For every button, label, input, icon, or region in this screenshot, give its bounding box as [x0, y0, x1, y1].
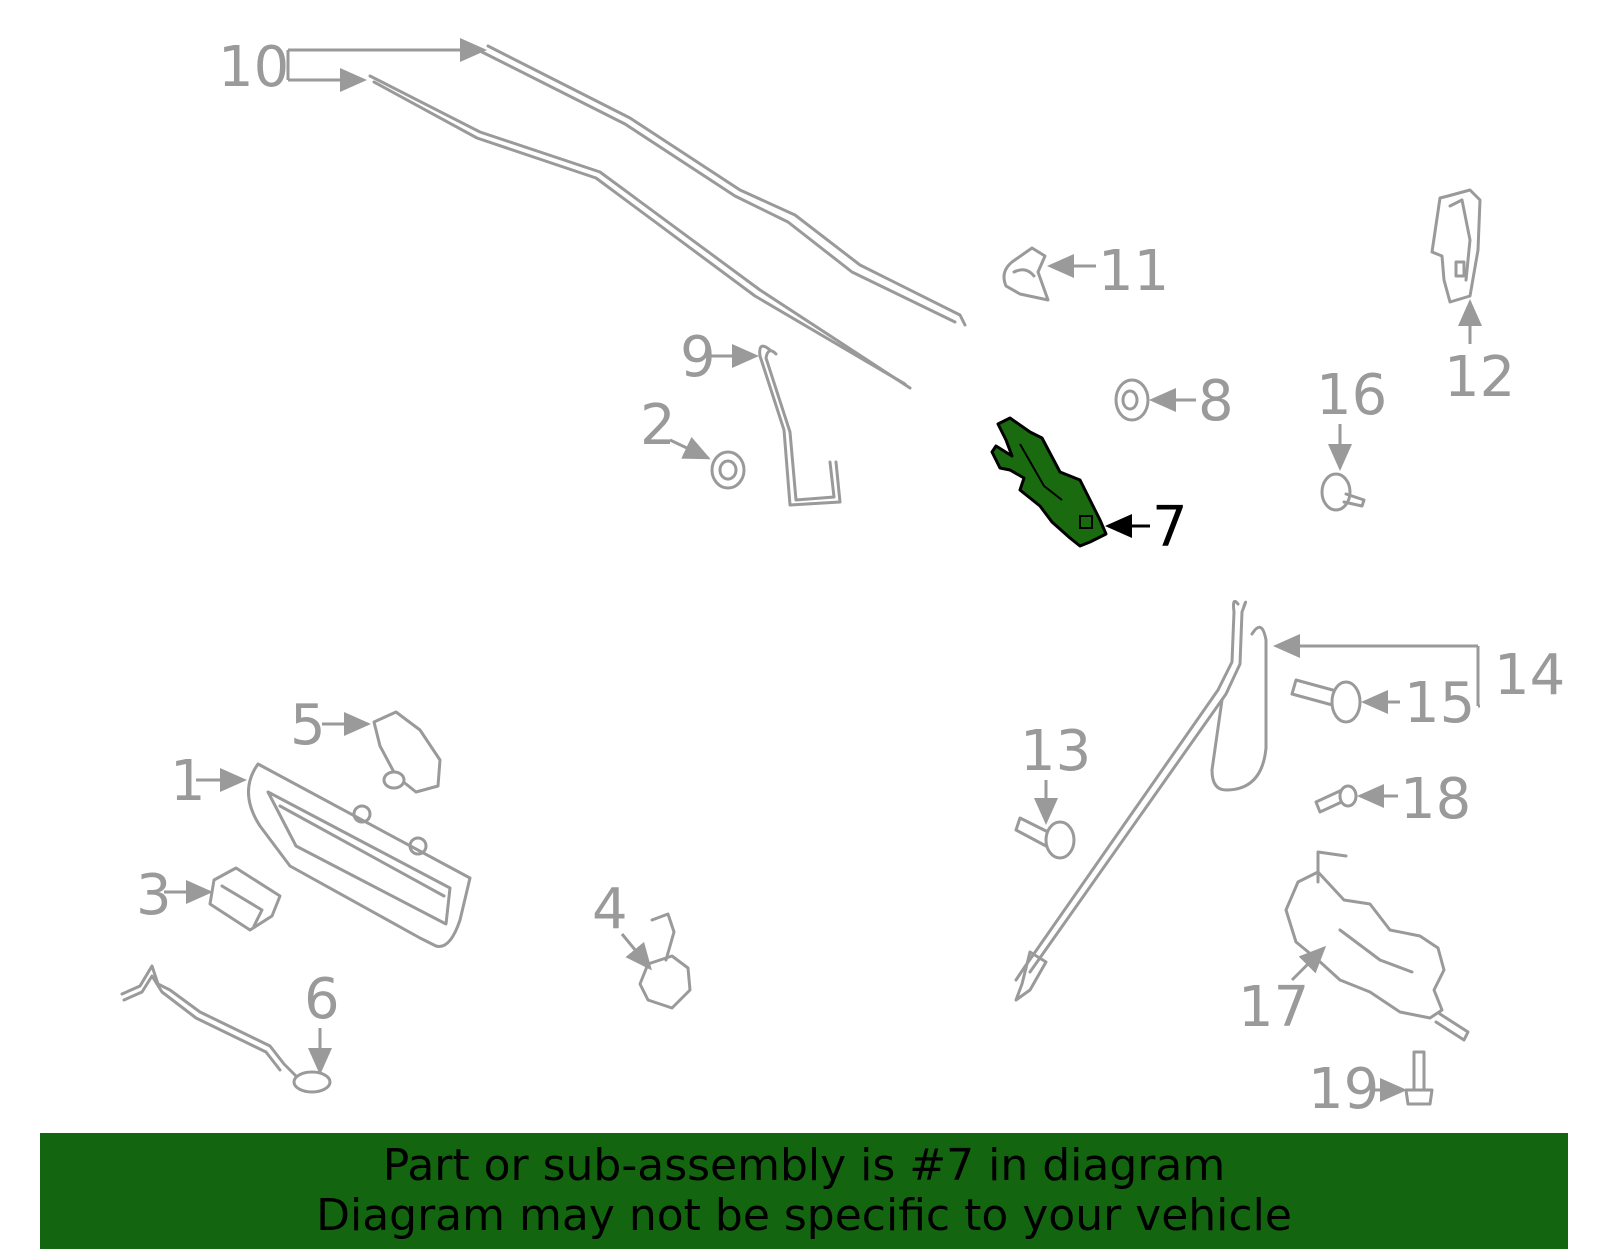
part-1-handle[interactable] — [247, 762, 472, 948]
part-13-bolt[interactable] — [1014, 816, 1076, 860]
callout-9-label: 9 — [680, 325, 716, 390]
part-8-nut[interactable] — [1114, 378, 1150, 422]
callout-19: 19 — [1308, 1057, 1407, 1122]
callout-3: 3 — [136, 863, 213, 928]
callout-13: 13 — [1020, 719, 1091, 825]
callout-5: 5 — [290, 693, 371, 758]
callout-1: 1 — [170, 749, 247, 814]
callout-6: 6 — [304, 967, 340, 1075]
callout-19-label: 19 — [1308, 1057, 1379, 1122]
callout-17-label: 17 — [1238, 975, 1309, 1040]
callout-16: 16 — [1316, 363, 1387, 471]
part-9-rod[interactable] — [758, 344, 842, 507]
banner-line-2: Diagram may not be specific to your vehi… — [316, 1190, 1292, 1241]
part-18-screw[interactable] — [1314, 784, 1358, 814]
callout-12: 12 — [1444, 299, 1515, 410]
callout-10-label: 10 — [218, 35, 289, 100]
part-12-bracket[interactable] — [1430, 188, 1482, 304]
callout-6-label: 6 — [304, 967, 340, 1032]
callout-4: 4 — [592, 877, 652, 971]
callout-11-label: 11 — [1098, 239, 1169, 304]
callout-11: 11 — [1047, 239, 1169, 304]
callout-3-label: 3 — [136, 863, 172, 928]
callout-12-label: 12 — [1444, 345, 1515, 410]
part-4-connector[interactable] — [638, 912, 692, 1010]
part-2-nut[interactable] — [710, 450, 746, 490]
callout-18-label: 18 — [1400, 767, 1471, 832]
callout-15: 15 — [1361, 671, 1480, 736]
callout-16-label: 16 — [1316, 363, 1387, 428]
callout-4-label: 4 — [592, 877, 628, 942]
callout-8-label: 8 — [1198, 369, 1234, 434]
callout-5-label: 5 — [290, 693, 326, 758]
info-banner: Part or sub-assembly is #7 in diagram Di… — [40, 1133, 1568, 1249]
callout-15-label: 15 — [1404, 671, 1475, 736]
callout-17: 17 — [1238, 945, 1327, 1040]
callout-14: 14 — [1273, 634, 1565, 708]
callout-10: 10 — [218, 35, 487, 100]
banner-line-1: Part or sub-assembly is #7 in diagram — [382, 1140, 1226, 1191]
callout-18: 18 — [1357, 767, 1471, 832]
part-10-cables[interactable] — [368, 44, 967, 390]
part-5-switch[interactable] — [372, 710, 442, 794]
callout-2-label: 2 — [640, 393, 676, 458]
part-15-bolt[interactable] — [1290, 678, 1362, 724]
part-6-harness[interactable] — [120, 964, 332, 1094]
part-17-actuator[interactable] — [1284, 850, 1470, 1042]
part-3-pad[interactable] — [208, 866, 282, 932]
part-14-rod[interactable] — [1014, 599, 1268, 1002]
callout-13-label: 13 — [1020, 719, 1091, 784]
callout-7-label: 7 — [1152, 495, 1188, 560]
callout-7: 7 — [1105, 495, 1188, 560]
callout-9: 9 — [680, 325, 759, 390]
callout-2: 2 — [640, 393, 711, 460]
part-11-clip[interactable] — [1002, 246, 1050, 302]
callout-14-label: 14 — [1494, 643, 1565, 708]
part-7-lever[interactable] — [990, 416, 1108, 548]
part-19-bolt[interactable] — [1404, 1050, 1434, 1106]
part-16-pin[interactable] — [1320, 472, 1366, 512]
callout-8: 8 — [1149, 369, 1234, 434]
